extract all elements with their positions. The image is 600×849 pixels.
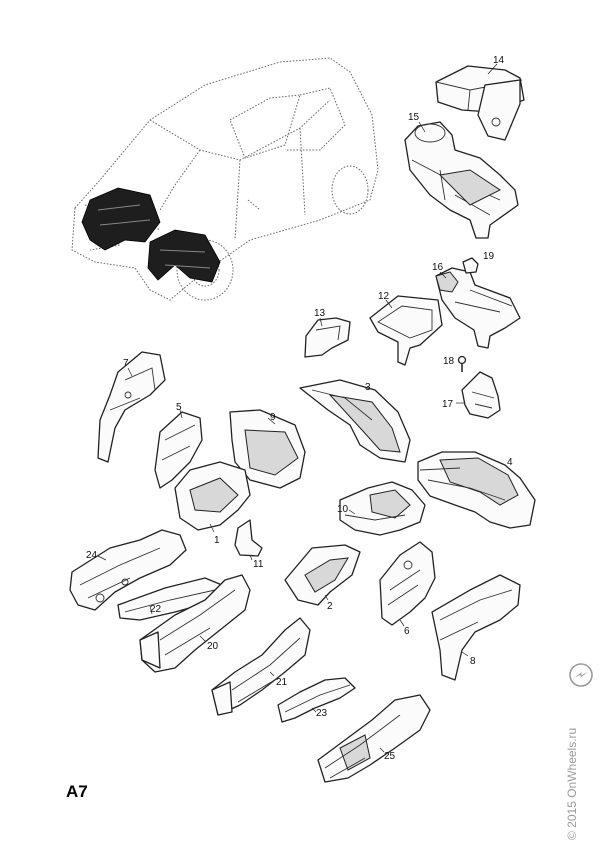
part-21-member — [211, 617, 311, 716]
callout-4: 4 — [507, 457, 513, 468]
part-16-battery-clamp — [435, 267, 521, 349]
callout-2: 2 — [327, 601, 333, 612]
callout-1: 1 — [214, 535, 220, 546]
callout-12: 12 — [378, 291, 390, 302]
part-9-panel — [229, 409, 306, 489]
callout-10: 10 — [337, 504, 349, 515]
part-25-rail — [317, 694, 431, 783]
part-15-battery-tray — [404, 121, 519, 239]
section-label: A7 — [66, 782, 88, 801]
part-4-wheel-arch — [417, 451, 536, 529]
callout-6: 6 — [404, 626, 410, 637]
part-5-panel — [154, 409, 203, 489]
callout-22: 22 — [150, 604, 162, 615]
part-2-panel — [284, 544, 361, 606]
callout-9: 9 — [270, 412, 276, 423]
callout-19: 19 — [483, 251, 495, 262]
part-6-panel — [379, 541, 436, 627]
part-17-bracket — [456, 371, 501, 419]
callout-16: 16 — [432, 262, 444, 273]
callout-17: 17 — [442, 399, 454, 410]
part-23-bracket — [277, 677, 356, 723]
callout-21: 21 — [276, 677, 288, 688]
part-12-bracket — [369, 295, 443, 366]
part-18-bolt — [457, 355, 467, 372]
callout-15: 15 — [408, 112, 420, 123]
callout-13: 13 — [314, 308, 326, 319]
part-11-bracket — [234, 519, 263, 561]
highlight-right-wheelhouse — [147, 229, 221, 283]
onwheels-logo-icon — [569, 663, 593, 687]
part-19-nut — [462, 257, 479, 274]
callout-20: 20 — [207, 641, 219, 652]
part-24-panel — [69, 529, 187, 611]
part-3-wheelhouse — [299, 379, 411, 463]
callout-14: 14 — [493, 55, 505, 66]
callout-5: 5 — [176, 402, 182, 413]
callout-3: 3 — [365, 382, 371, 393]
callout-25: 25 — [384, 751, 396, 762]
part-10-panel — [339, 481, 426, 536]
highlight-left-wheelhouse — [81, 187, 161, 251]
part-1-panel — [174, 461, 251, 533]
part-20-member — [139, 574, 251, 673]
watermark-text: © 2015 OnWheels.ru — [565, 727, 579, 840]
callout-11: 11 — [253, 559, 264, 570]
part-14-battery-lid — [435, 63, 525, 141]
car-overview — [71, 57, 379, 301]
part-13-bracket — [304, 317, 351, 358]
part-8-panel — [431, 574, 521, 681]
callout-24: 24 — [86, 550, 98, 561]
callout-23: 23 — [316, 708, 328, 719]
callout-8: 8 — [470, 656, 476, 667]
part-7-pillar — [97, 351, 166, 463]
callout-7: 7 — [123, 358, 129, 369]
callout-18: 18 — [443, 356, 455, 367]
